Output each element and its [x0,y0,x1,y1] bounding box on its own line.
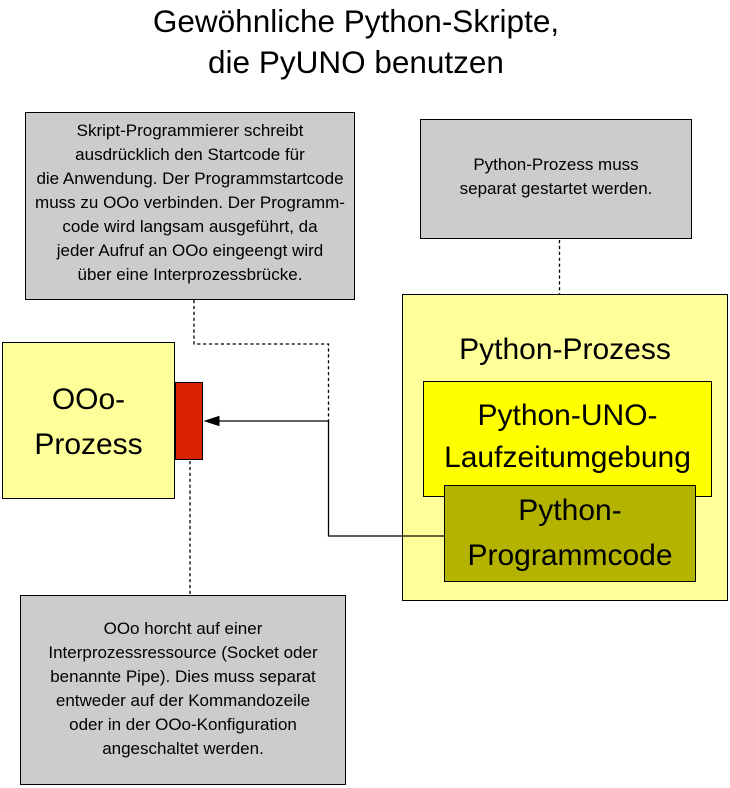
leader-start-code-to-arrow [193,300,330,421]
node-python-process-label: Python-Prozess [459,333,671,366]
diagram-title: Gewöhnliche Python-Skripte, die PyUNO be… [152,3,560,80]
node-ooo-process: OOo- Prozess [2,342,175,499]
node-python-code: Python- Programmcode [444,485,696,582]
callout-separate-start: Python-Prozess muss separat gestartet we… [420,119,692,239]
arrowhead [203,415,220,427]
callout-ooo-listen: OOo horcht auf einer Interprozessressour… [20,595,346,785]
callout-start-code: Skript-Programmierer schreibt ausdrückli… [25,112,355,300]
node-pyuno-runtime: Python-UNO- Laufzeitumgebung [423,381,712,497]
interprocess-bridge [175,382,203,460]
